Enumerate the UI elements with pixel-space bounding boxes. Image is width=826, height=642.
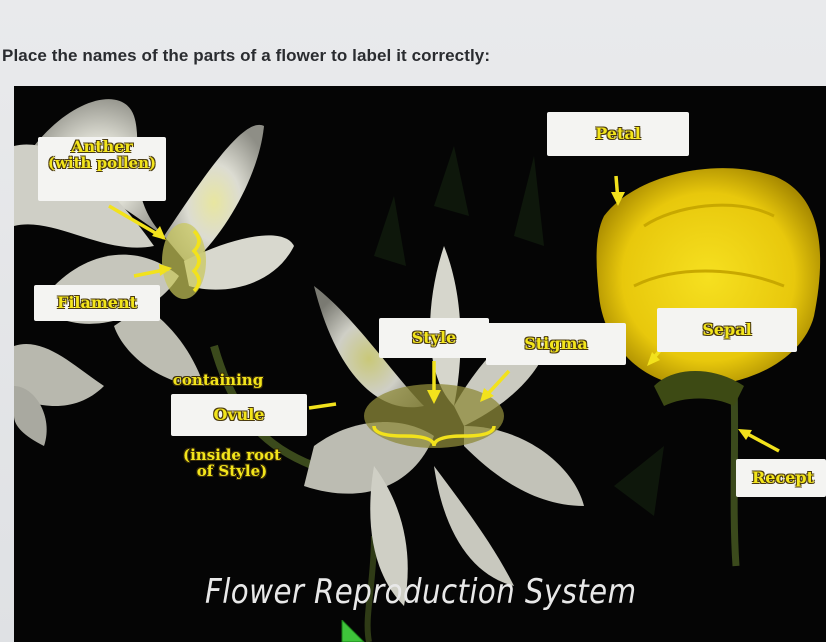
instruction-text: Place the names of the parts of a flower…	[2, 46, 491, 65]
label-ovule[interactable]: Ovule	[171, 394, 307, 436]
lily-center	[304, 246, 584, 606]
pointer-arrows	[108, 175, 780, 453]
annotation-containing: containing	[172, 371, 264, 389]
cursor-arrow-icon	[341, 620, 365, 642]
label-anther-sub: (with pollen)	[47, 153, 157, 172]
label-anther[interactable]: Anther (with pollen)	[38, 137, 166, 201]
flower-diagram-image: Anther (with pollen) Filament Style Stig…	[14, 86, 826, 642]
label-filament[interactable]: Filament	[34, 285, 160, 321]
label-receptacle[interactable]: Recept	[736, 459, 826, 497]
annotation-inside-root: (inside root of Style)	[162, 446, 302, 480]
diagram-caption: Flower Reproduction System	[205, 572, 637, 612]
annotation-inside-root-line1: (inside root	[183, 446, 281, 464]
annotation-inside-root-line2: of Style)	[196, 461, 268, 480]
label-anther-text: Anther	[71, 137, 133, 156]
label-style[interactable]: Style	[379, 318, 489, 358]
label-petal[interactable]: Petal	[547, 112, 689, 156]
label-sepal[interactable]: Sepal	[657, 308, 797, 352]
label-stigma[interactable]: Stigma	[486, 323, 626, 365]
yellow-rose	[596, 168, 821, 406]
